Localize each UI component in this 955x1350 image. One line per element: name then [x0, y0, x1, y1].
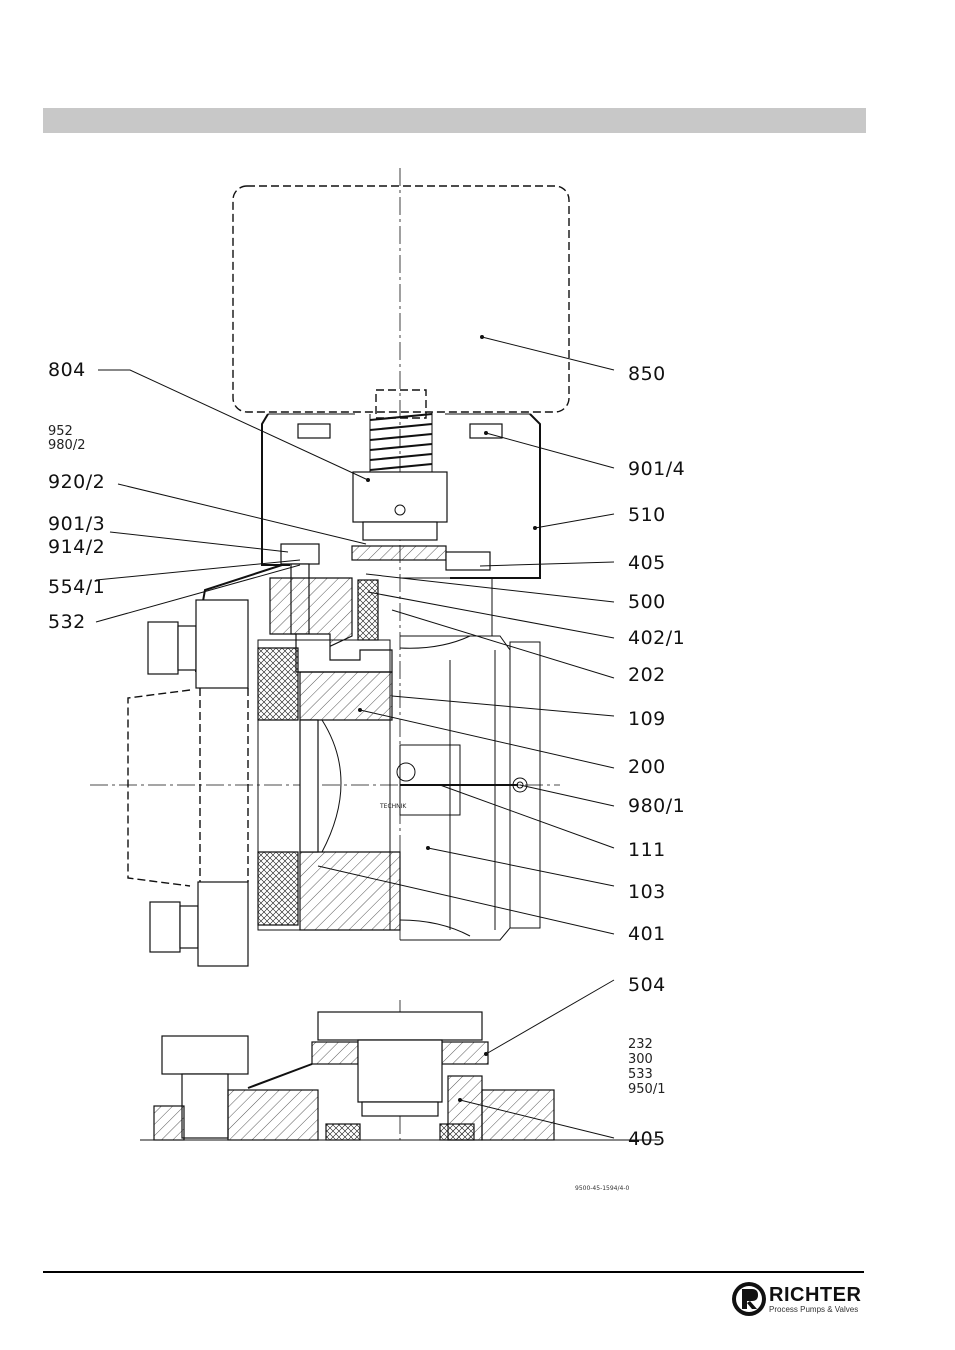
gland-nut: [446, 552, 490, 570]
stamp-text: TECHNIK: [379, 803, 407, 810]
label-920-2: 920/2: [48, 471, 105, 493]
flange-bolt-bottom: [150, 882, 248, 966]
spring: [370, 412, 432, 472]
coupling-nut: [363, 522, 437, 540]
logo-name: RICHTER: [769, 1284, 861, 1307]
body-right: [400, 636, 510, 940]
diaphragm-109: [300, 672, 392, 720]
drawing-reference: 9500-45-1594/4-0: [575, 1185, 630, 1192]
label-402-1: 402/1: [628, 627, 685, 649]
liner-top: [258, 648, 298, 720]
label-533: 533: [628, 1067, 653, 1082]
label-200: 200: [628, 756, 666, 778]
label-405-bottom: 405: [628, 1128, 666, 1150]
label-980-1: 980/1: [628, 795, 685, 817]
flange-bolt-top: [148, 600, 248, 688]
label-554-1: 554/1: [48, 576, 105, 598]
label-500: 500: [628, 591, 666, 613]
label-103: 103: [628, 881, 666, 903]
label-901-3: 901/3: [48, 513, 105, 535]
label-914-2: 914/2: [48, 536, 105, 558]
stem-packing: [358, 580, 378, 640]
label-202: 202: [628, 664, 666, 686]
label-980-2: 980/2: [48, 438, 85, 453]
disc-springs: [352, 546, 446, 560]
yoke-left: [262, 414, 290, 565]
label-405-top: 405: [628, 552, 666, 574]
footer-line: [43, 1271, 864, 1273]
liner-bottom: [258, 852, 298, 925]
label-532: 532: [48, 611, 86, 633]
label-504: 504: [628, 974, 666, 996]
body-lower: [300, 852, 400, 930]
actuator-outline: [233, 186, 569, 412]
label-401: 401: [628, 923, 666, 945]
label-850: 850: [628, 363, 666, 385]
nut-left: [298, 424, 330, 438]
detail-view: [140, 1000, 660, 1140]
label-952: 952: [48, 424, 73, 439]
label-950-1: 950/1: [628, 1082, 665, 1097]
label-804: 804: [48, 359, 86, 381]
stem-dashed: [376, 390, 426, 418]
label-109: 109: [628, 708, 666, 730]
logo-tagline: Process Pumps & Valves: [769, 1305, 858, 1314]
label-300: 300: [628, 1052, 653, 1067]
label-510: 510: [628, 504, 666, 526]
label-111: 111: [628, 839, 666, 861]
label-232: 232: [628, 1037, 653, 1052]
label-901-4: 901/4: [628, 458, 685, 480]
